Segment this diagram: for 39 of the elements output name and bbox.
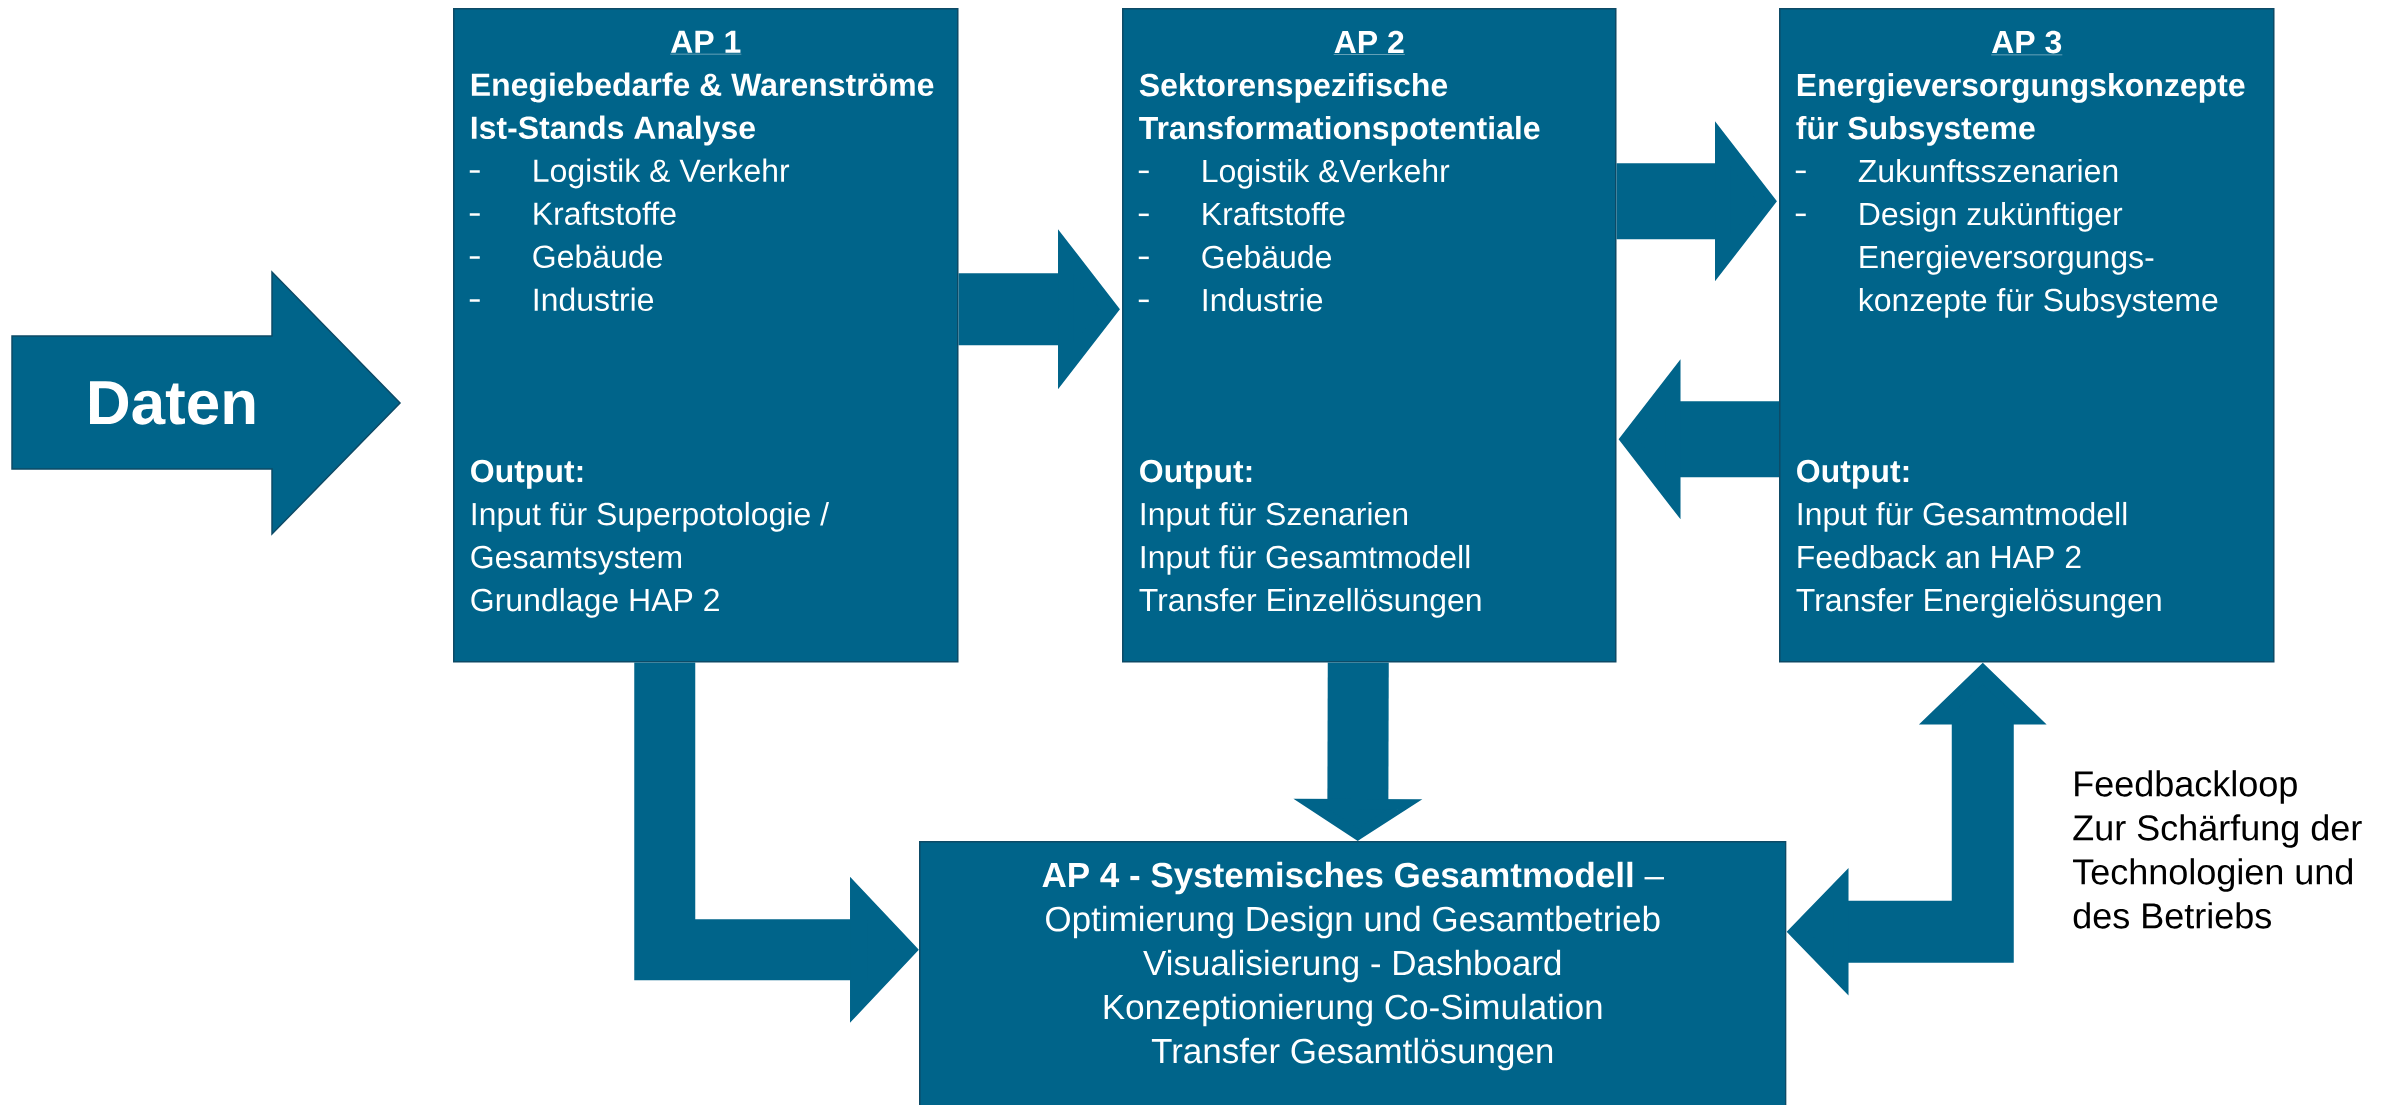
- box-heading: AP 2: [1333, 30, 1406, 55]
- list-item: Zukunftsszenarien: [1858, 158, 2118, 183]
- box-text: Transfer Gesamtlösungen: [1151, 1037, 1553, 1071]
- work-package-box: [1122, 8, 1617, 663]
- list-item: Logistik & Verkehr: [534, 158, 790, 189]
- list-item: Gebäude: [1202, 244, 1331, 269]
- output-heading: Output:: [1140, 459, 1252, 489]
- output-heading: Output:: [471, 459, 583, 489]
- list-item: Industrie: [1203, 287, 1323, 312]
- work-package-box: [453, 8, 959, 663]
- box-title: Energieversorgungskonzepte für Subsysteme: [1796, 72, 2245, 146]
- box-heading: AP 1: [670, 30, 742, 55]
- note-text: Feedbackloop: [2075, 770, 2297, 804]
- box-heading: AP 3: [1991, 30, 2063, 56]
- output-text: Feedback an HAP 2: [1798, 544, 2081, 569]
- box-text: Konzeptionierung Co-Simulation: [1104, 993, 1602, 1027]
- note-text: Zur Schärfung der Technologien und des Betriebs: [2073, 814, 2362, 929]
- box-title: Sektorenspezifische Transformationspotentiale: [1139, 72, 1540, 146]
- list-item: Kraftstoffe: [534, 201, 676, 226]
- box-heading: AP 4 - Systemisches Gesamtmodell –: [1042, 861, 1664, 895]
- list-item: Logistik &Verkehr: [1203, 158, 1450, 189]
- output-text: Input für Szenarien: [1141, 501, 1407, 532]
- list-item: Gebäude: [533, 244, 662, 269]
- output-text: Transfer Energielösungen: [1796, 587, 2161, 618]
- output-text: Input für Gesamtmodell: [1798, 501, 2127, 532]
- box-text: Optimierung Design und Gesamtbetrieb: [1046, 905, 1660, 939]
- output-heading: Output:: [1797, 459, 1909, 489]
- box-title: Ist-Stands Analyse: [471, 115, 755, 146]
- output-text: Input für Gesamtmodell: [1141, 544, 1470, 575]
- output-text: Input für Superpotologie / Gesamtsystem: [471, 501, 830, 575]
- box-title: Enegiebedarfe & Warenströme: [471, 72, 934, 103]
- work-package-box: [1779, 8, 2275, 663]
- list-item: Design zukünftiger Energieversorgungs-konzepte für Subsysteme: [1859, 201, 2218, 318]
- list-item: Industrie: [534, 287, 654, 312]
- list-item: Kraftstoffe: [1203, 201, 1345, 226]
- box-text: Visualisierung - Dashboard: [1143, 949, 1561, 983]
- work-package-box: [919, 841, 1787, 1105]
- output-text: Transfer Einzellösungen: [1139, 587, 1481, 618]
- output-text: Grundlage HAP 2: [471, 587, 719, 618]
